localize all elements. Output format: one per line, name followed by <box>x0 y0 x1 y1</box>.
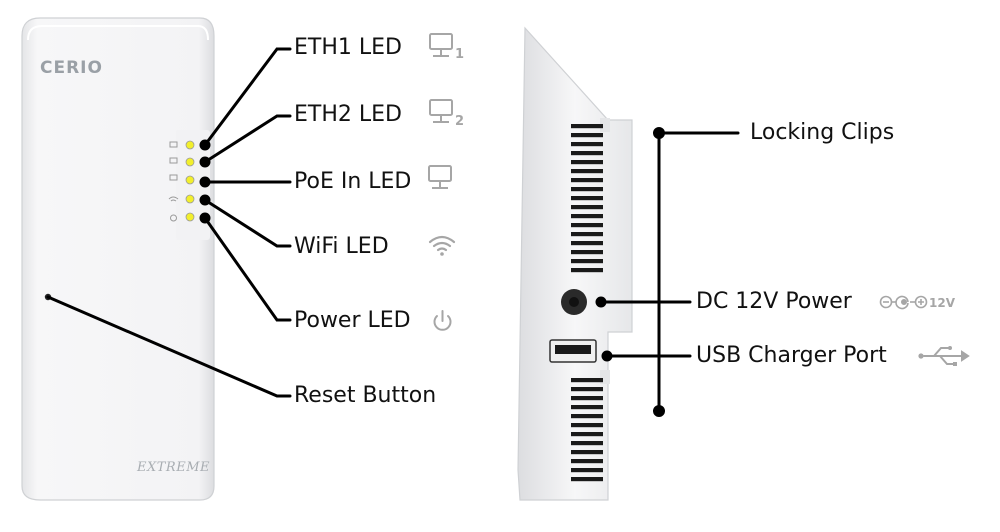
led-row-icons <box>168 141 179 222</box>
led-poe-in <box>185 175 195 185</box>
model-logo: EXTREME <box>137 460 210 475</box>
front-view <box>21 17 215 501</box>
eth1-led-label: ETH1 LED <box>294 35 402 60</box>
eth1-index-label: 1 <box>455 47 464 62</box>
vent-slots-lower <box>571 378 603 482</box>
monitor-2-icon <box>429 99 453 123</box>
monitor-icon <box>428 165 452 189</box>
led-eth2 <box>185 157 195 167</box>
side-leader-lines <box>595 127 740 417</box>
wifi-led-label: WiFi LED <box>294 234 389 259</box>
locking-clips-label: Locking Clips <box>750 120 895 145</box>
monitor-1-icon <box>429 33 453 57</box>
usb-charger-port[interactable] <box>549 339 597 363</box>
brand-logo: CERIO <box>40 58 103 78</box>
vent-slots-upper <box>571 124 603 273</box>
led-eth1 <box>185 140 195 150</box>
dc-polarity-icon <box>879 295 928 310</box>
eth2-index-label: 2 <box>455 114 464 129</box>
power-icon <box>433 310 452 331</box>
wifi-icon <box>428 235 456 256</box>
side-view <box>517 26 633 501</box>
eth2-led-label: ETH2 LED <box>294 102 402 127</box>
led-wifi <box>185 194 195 204</box>
poe-in-led-label: PoE In LED <box>294 169 412 194</box>
voltage-label: 12V <box>929 296 956 310</box>
front-leader-lines <box>46 47 292 398</box>
reset-button-label: Reset Button <box>294 383 437 408</box>
dc-power-jack[interactable] <box>561 289 587 315</box>
power-led-label: Power LED <box>294 308 411 333</box>
usb-charger-port-label: USB Charger Port <box>696 343 887 368</box>
led-power <box>185 212 195 222</box>
usb-icon <box>918 346 970 366</box>
dc-power-label: DC 12V Power <box>696 289 852 314</box>
